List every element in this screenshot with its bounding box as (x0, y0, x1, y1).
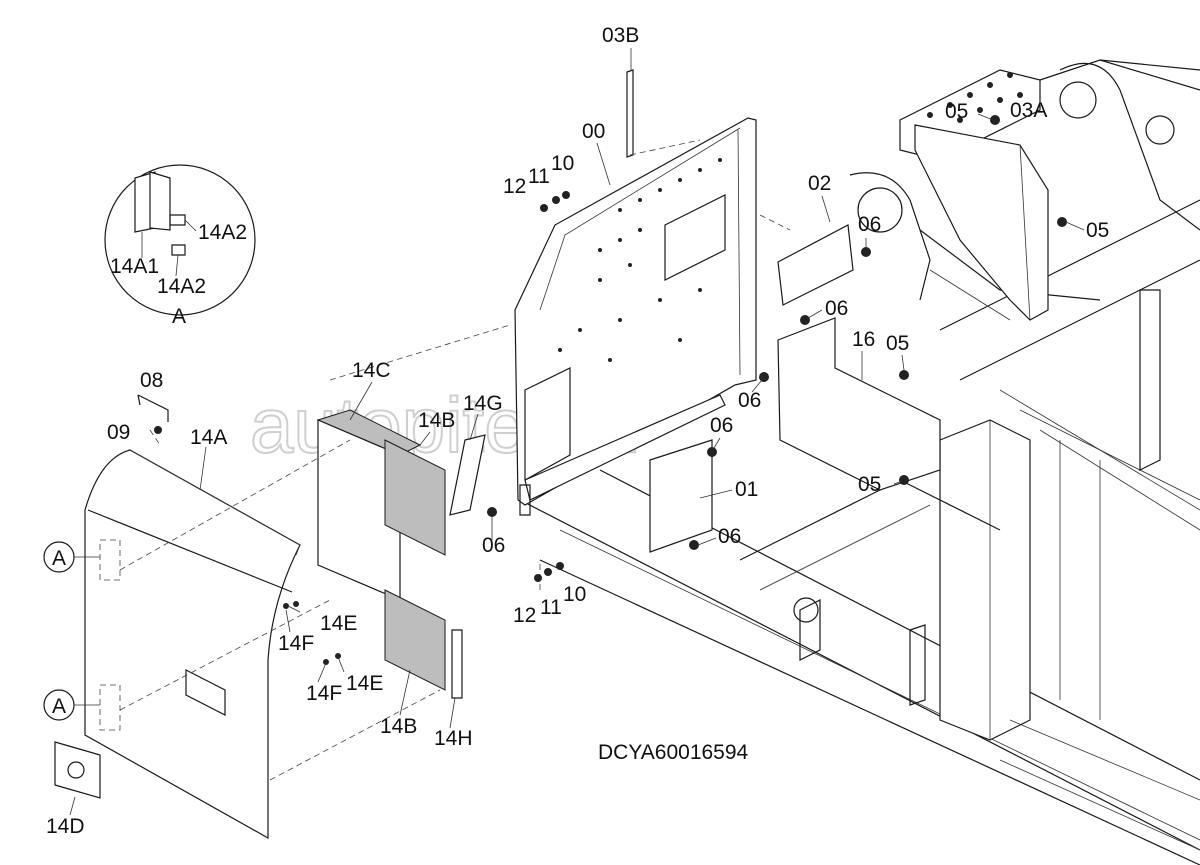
label-detail-a: A (172, 305, 186, 328)
label-06-c: 06 (738, 389, 761, 412)
door-14a (84, 449, 301, 840)
label-08: 08 (140, 369, 163, 392)
part-02 (777, 224, 854, 306)
label-14a: 14A (190, 426, 227, 449)
label-11-top: 11 (528, 165, 550, 188)
label-14a2-lower: 14A2 (157, 275, 206, 298)
callout-a-lower: A (43, 689, 100, 721)
label-03b: 03B (602, 24, 639, 47)
label-12-top: 12 (503, 175, 526, 198)
label-14b-bottom: 14B (380, 715, 417, 738)
label-06-f: 06 (482, 534, 505, 557)
label-03a: 03A (1010, 99, 1047, 122)
label-14g: 14G (463, 392, 503, 415)
detail-view-a (104, 164, 256, 316)
label-14b-top: 14B (418, 409, 455, 432)
label-10-bottom: 10 (563, 583, 586, 606)
part-14b-upper (384, 439, 446, 556)
label-16: 16 (852, 328, 875, 351)
label-02: 02 (808, 172, 831, 195)
label-00: 00 (582, 120, 605, 143)
panel-00 (514, 117, 757, 516)
label-05-low: 05 (858, 473, 881, 496)
label-leaders (69, 48, 1085, 816)
label-14d: 14D (46, 815, 85, 838)
label-11-bottom: 11 (540, 596, 562, 619)
part-14g (449, 434, 486, 516)
label-12-bottom: 12 (513, 604, 536, 627)
label-14f-top: 14F (278, 632, 314, 655)
label-10-top: 10 (551, 152, 574, 175)
part-14d (54, 741, 101, 799)
fasteners (154, 115, 1067, 665)
part-labels: 03B 00 05 03A 05 02 06 06 16 05 06 06 01… (46, 24, 1109, 838)
label-05-mid: 05 (886, 332, 909, 355)
label-14c: 14C (352, 359, 391, 382)
label-14a1: 14A1 (110, 255, 159, 278)
label-05-top: 05 (945, 100, 968, 123)
label-05-right: 05 (1086, 219, 1109, 242)
part-01 (649, 439, 713, 553)
machine-frame (519, 59, 1200, 865)
callout-a-upper: A (43, 541, 100, 573)
leader-lines (119, 139, 791, 781)
label-06-d: 06 (710, 414, 733, 437)
part-08 (137, 394, 169, 422)
part-16 (777, 317, 941, 491)
label-06-a: 06 (858, 213, 881, 236)
label-06-e: 06 (718, 525, 741, 548)
label-06-b: 06 (825, 297, 848, 320)
label-14h: 14H (434, 727, 473, 750)
svg-text:A: A (52, 547, 66, 570)
label-09: 09 (107, 421, 130, 444)
svg-text:A: A (52, 695, 66, 718)
part-14h (451, 629, 463, 699)
part-03b (626, 69, 634, 158)
label-01: 01 (735, 478, 758, 501)
label-14e-top: 14E (320, 612, 357, 635)
label-14a2-upper: 14A2 (198, 221, 247, 244)
label-14e-bottom: 14E (346, 672, 383, 695)
part-14b-lower (384, 589, 446, 691)
label-14f-bottom: 14F (306, 682, 342, 705)
drawing-code: DCYA60016594 (598, 741, 749, 764)
